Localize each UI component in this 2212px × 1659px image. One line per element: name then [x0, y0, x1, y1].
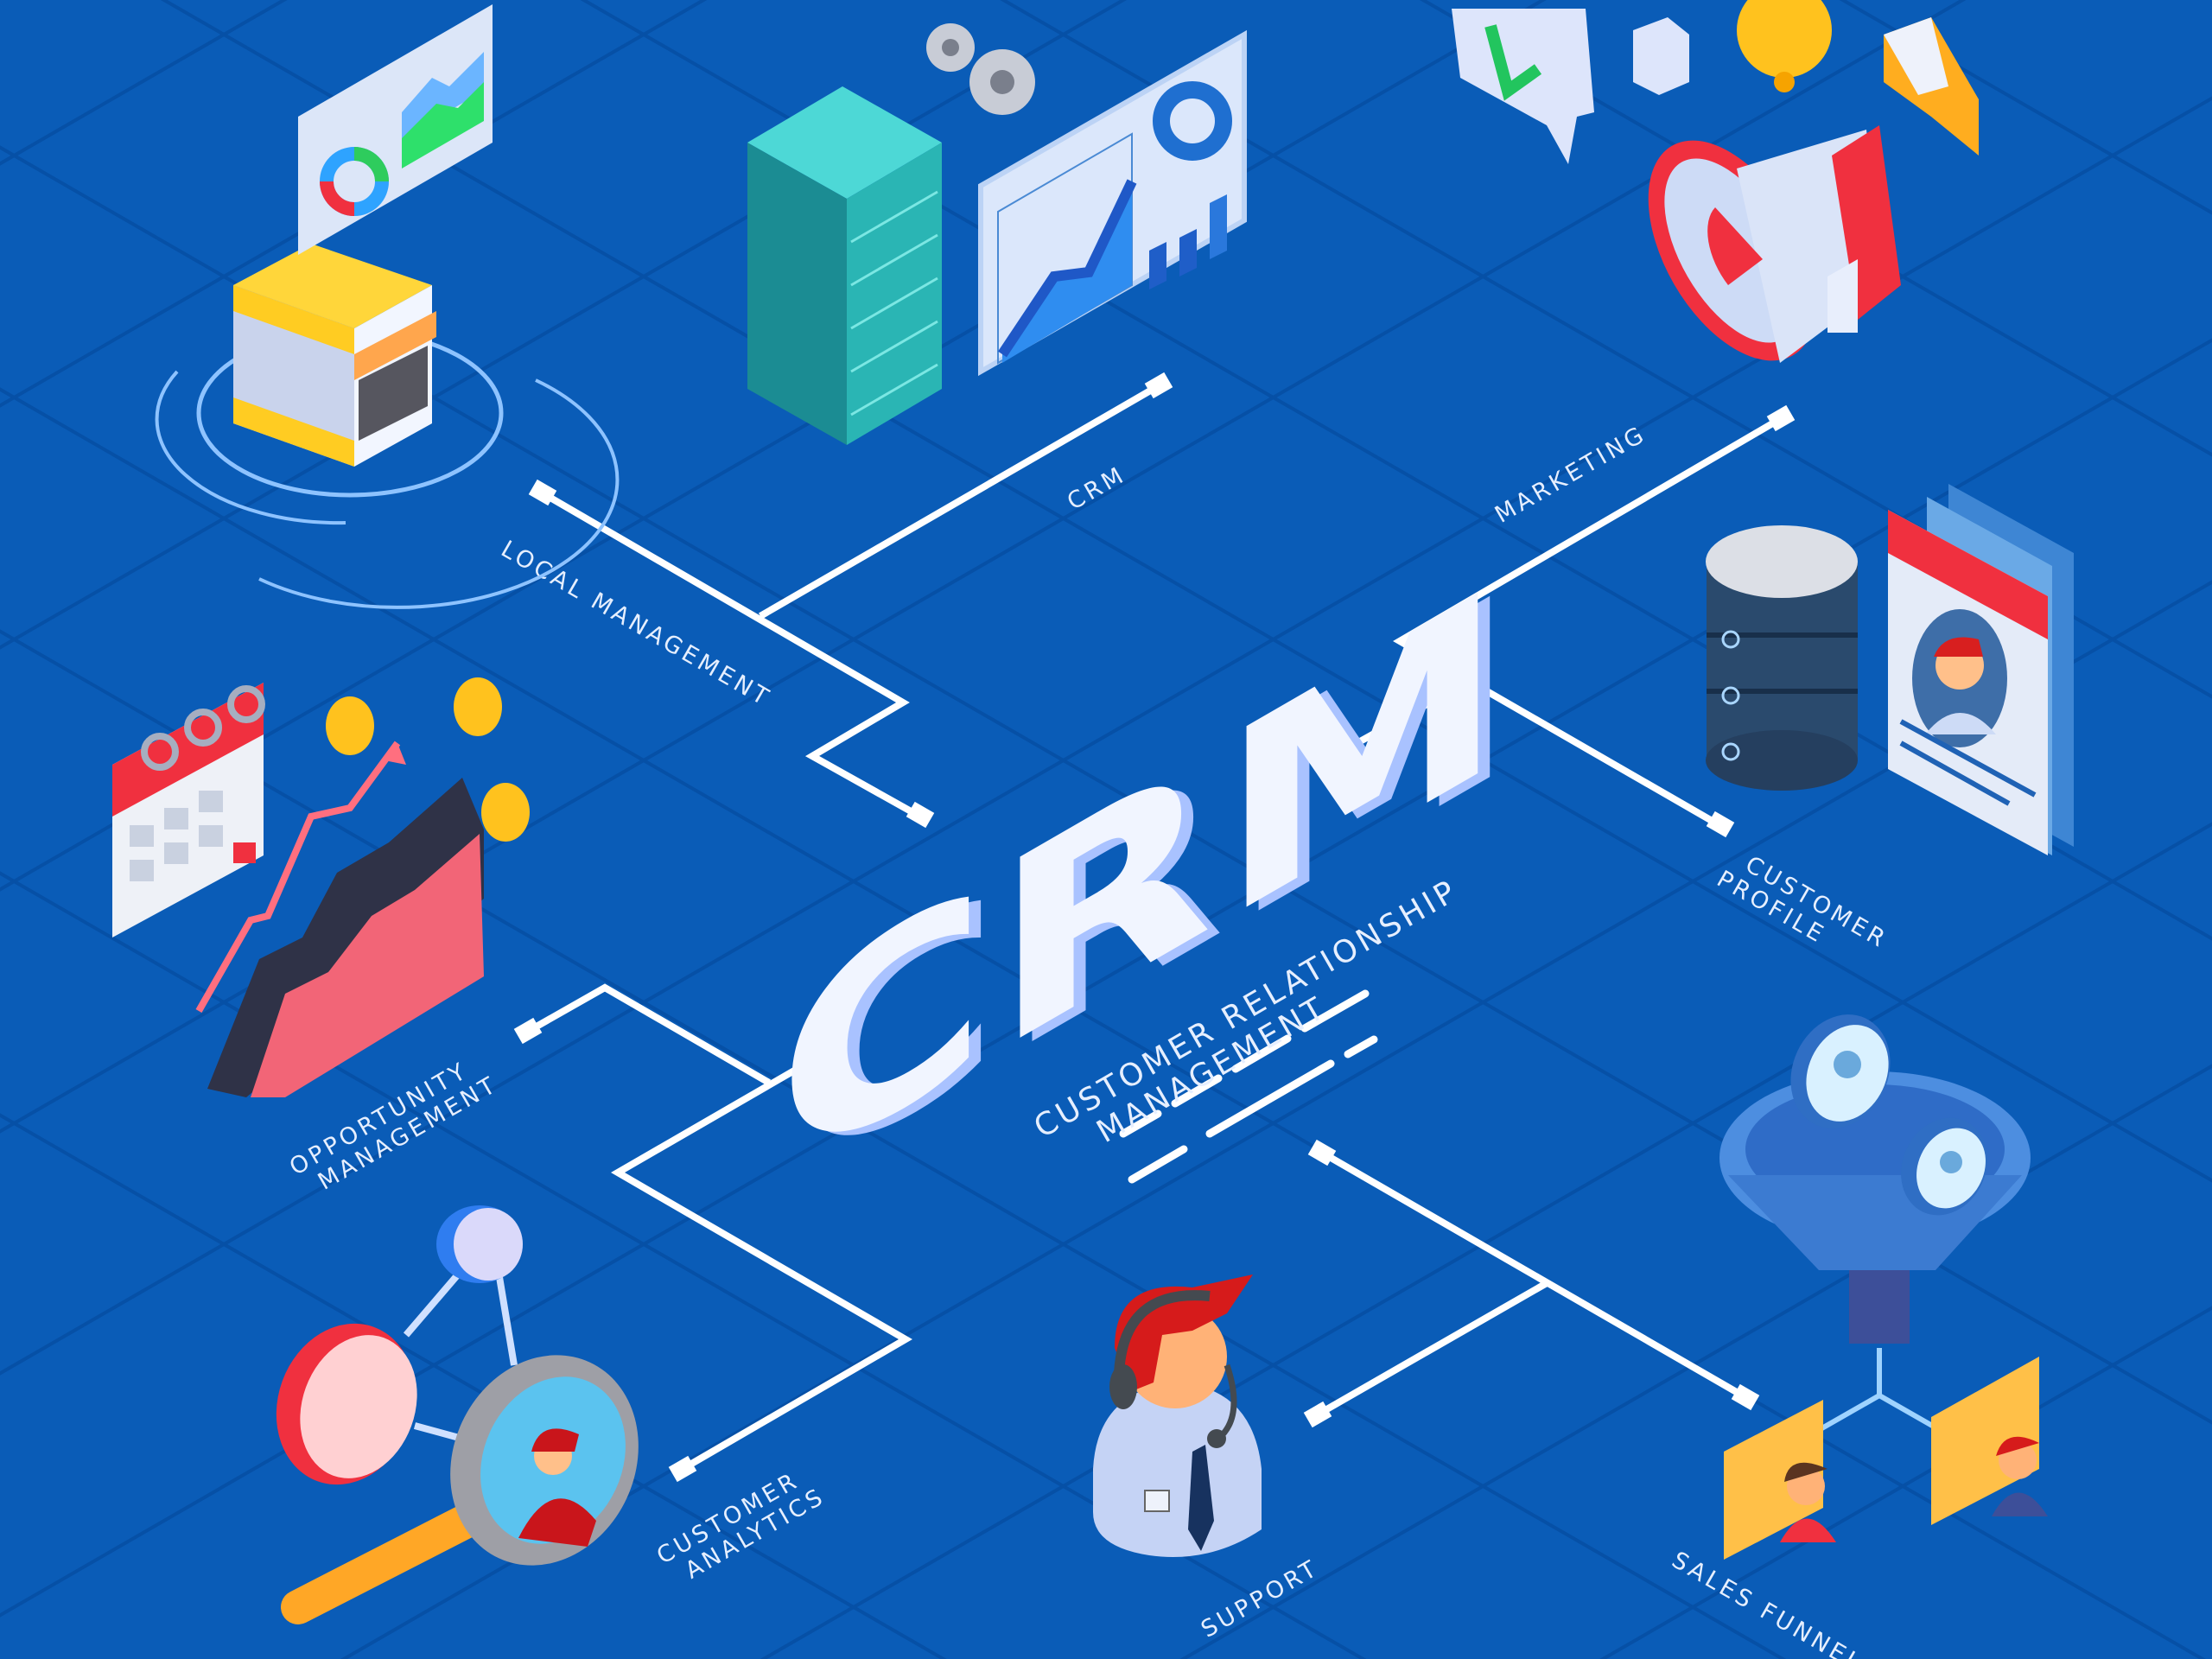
connector-marketing	[1329, 416, 1783, 761]
calendar-growth-chart-icon	[112, 677, 530, 1097]
server-dashboard-icon	[747, 23, 1247, 445]
support-agent-headset-icon	[1093, 1274, 1262, 1557]
decorative-dashes	[1119, 989, 1378, 1184]
storefront-icon	[155, 4, 620, 609]
connector-support	[1316, 1280, 1548, 1418]
funnel-folders-icon	[1719, 1014, 2048, 1560]
connector-crm	[758, 383, 1160, 620]
connector-sales-funnel	[1319, 1149, 1748, 1401]
magnifier-network-icon	[276, 1205, 639, 1624]
megaphone-icon	[1452, 0, 1979, 363]
connector-opportunity-management	[527, 983, 772, 1086]
database-profile-card-icon	[1706, 484, 2074, 855]
connector-customer-profile	[1467, 677, 1721, 829]
connector-customer-analytics	[611, 1038, 912, 1472]
connector-local-management	[542, 491, 922, 820]
